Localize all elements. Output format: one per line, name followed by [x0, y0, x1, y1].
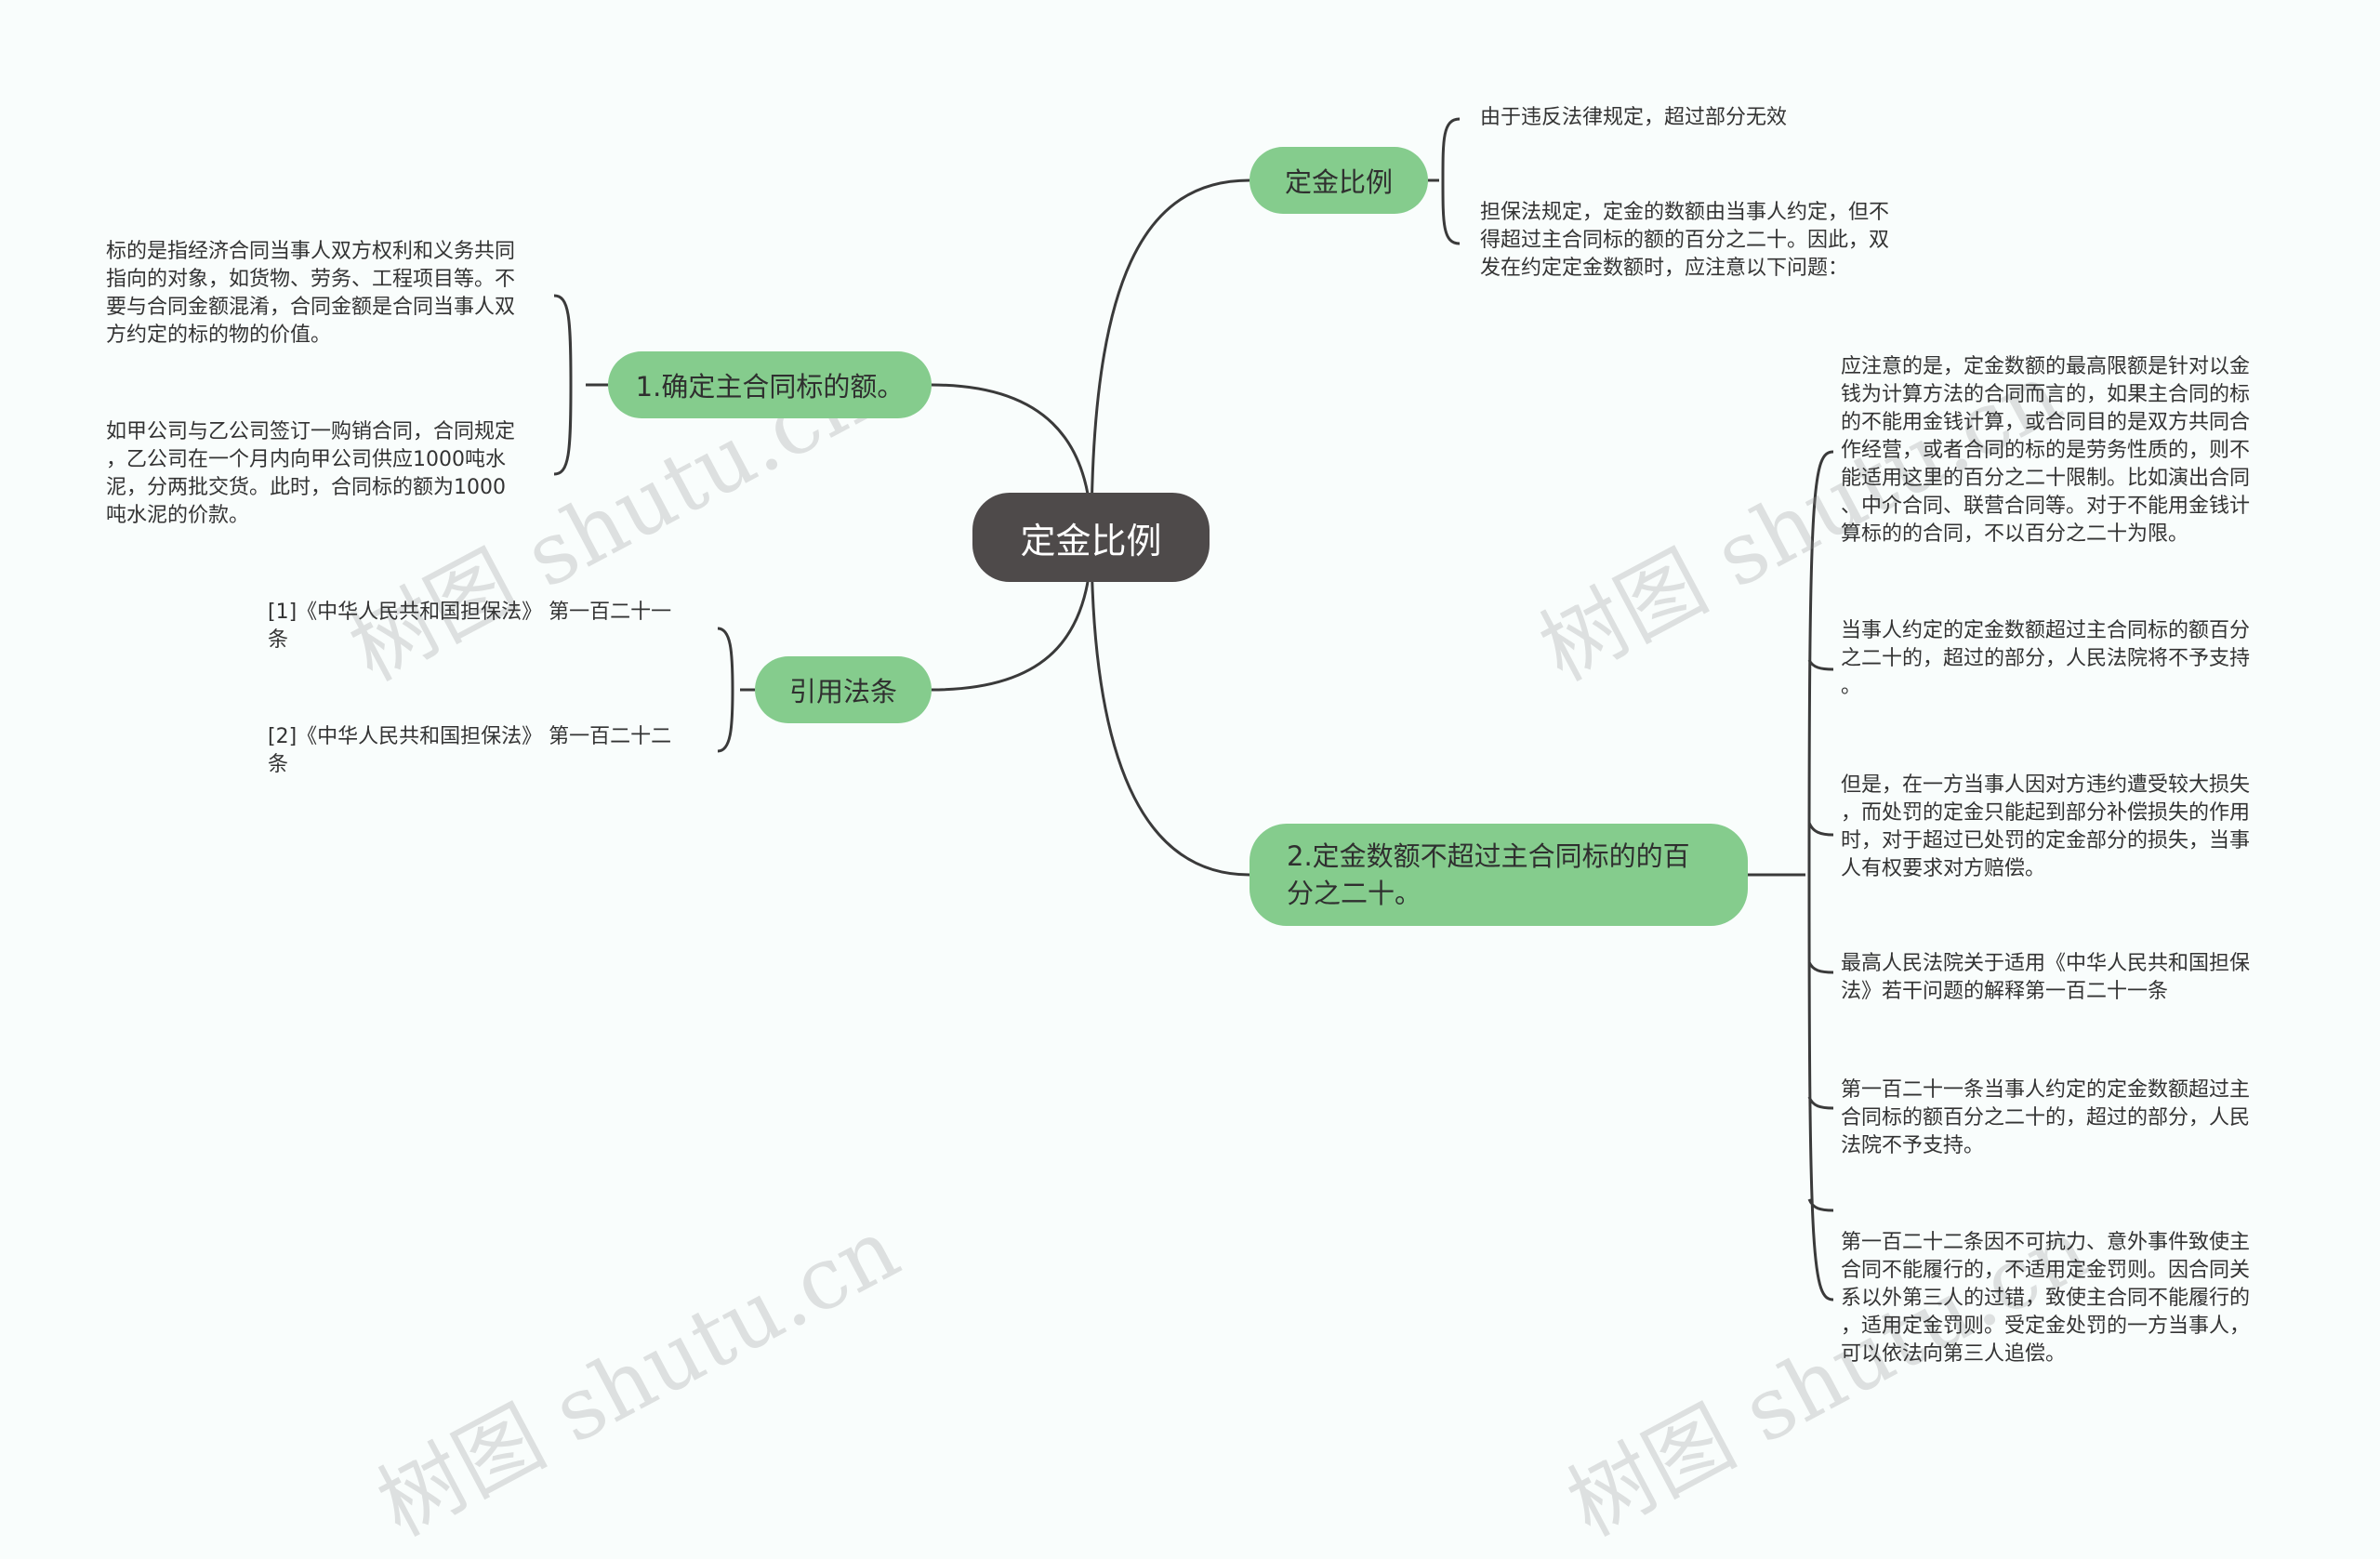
branch-baifen-zhi-ershi[interactable]: 2.定金数额不超过主合同标的的百 分之二十。 [1250, 824, 1748, 926]
link-baifen-leaves [1748, 450, 1834, 1301]
leaf-text: 如甲公司与乙公司签订一购销合同，合同规定 ，乙公司在一个月内向甲公司供应1000… [106, 420, 516, 527]
leaf-text: 应注意的是，定金数额的最高限额是针对以金 钱为计算方法的合同而言的，如果主合同的… [1841, 355, 2251, 546]
leaf-text: 担保法规定，定金的数额由当事人约定，但不 得超过主合同标的额的百分之二十。因此，… [1480, 201, 1890, 280]
link-fatiao-leaves [717, 627, 755, 753]
leaf-text: 由于违反法律规定，超过部分无效 [1480, 106, 1788, 129]
link-root-dingjin [1090, 178, 1250, 538]
leaf-text: 第一百二十二条因不可抗力、意外事件致使主 合同不能履行的，不适用定金罚则。因合同… [1841, 1231, 2251, 1366]
leaf-text: 标的是指经济合同当事人双方权利和义务共同 指向的对象，如货物、劳务、工程项目等。… [106, 240, 516, 347]
branch-dingjin-bili[interactable]: 定金比例 [1250, 147, 1428, 214]
leaf-text: 当事人约定的定金数额超过主合同标的额百分 之二十的，超过的部分，人民法院将不予支… [1841, 619, 2251, 698]
link-dingjin-leaves [1428, 117, 1461, 245]
leaf-text: [2]《中华人民共和国担保法》 第一百二十二 条 [268, 725, 672, 776]
leaf-text: [1]《中华人民共和国担保法》 第一百二十一 条 [268, 601, 672, 652]
branch-yinyong-fatiao[interactable]: 引用法条 [755, 656, 932, 723]
mind-map-canvas: 树图 shutu.cn 树图 shutu.cn 树图 shutu.cn 树图 s… [106, 106, 2251, 1555]
link-biaodi-leaves [553, 294, 608, 476]
leaf-text: 第一百二十一条当事人约定的定金数额超过主 合同标的额百分之二十的，超过的部分，人… [1841, 1078, 2251, 1157]
root-node[interactable]: 定金比例 [972, 493, 1210, 582]
link-root-baifen [1090, 536, 1250, 877]
leaf-text: 最高人民法院关于适用《中华人民共和国担保 法》若干问题的解释第一百二十一条 [1841, 952, 2251, 1003]
branch-queding-biaodi[interactable]: 1.确定主合同标的额。 [608, 351, 932, 418]
leaf-text: 但是，在一方当事人因对方违约遭受较大损失 ，而处罚的定金只能起到部分补偿损失的作… [1841, 773, 2251, 880]
